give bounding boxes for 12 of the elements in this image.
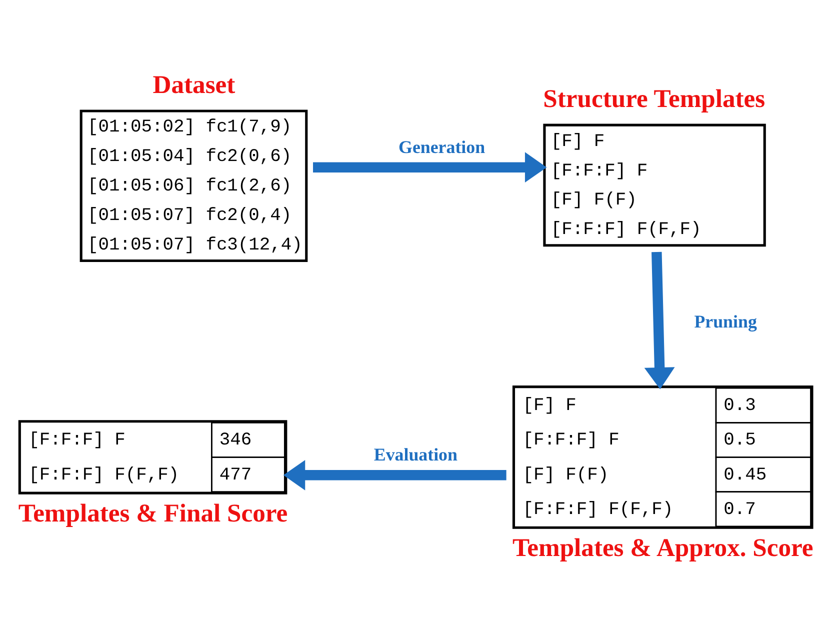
edge-label: Generation [398,136,486,157]
node-label: Dataset [152,70,236,100]
arrow [644,252,675,390]
node-box: [F] F [F:F:F] F [F] F(F) [F:F:F] F(F,F) [543,124,766,247]
node-label: Structure Templates [543,84,766,114]
node-label: Templates & Final Score [18,498,288,528]
arrow [313,152,547,183]
edge-label: Pruning [694,312,757,332]
node-box: [01:05:02] fc1(7,9) [01:05:04] fc2(0,6) [01:05:06] fc1(2,6) [01:05:07] fc2(0,4) [01:05:07] fc3(12,4) [80,110,308,262]
arrow [283,460,506,490]
edge-label: Evaluation [374,444,458,465]
node-label: Templates & Approx. Score [512,532,814,562]
